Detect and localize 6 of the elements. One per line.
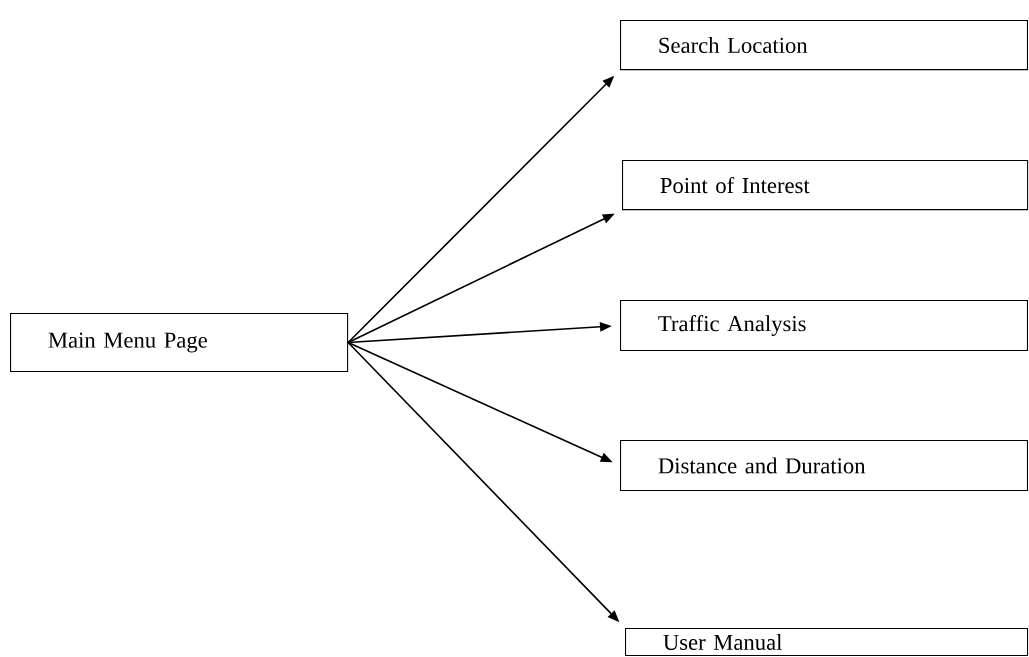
menu-box: User Manual bbox=[625, 628, 1029, 656]
menu-box: Traffic Analysis bbox=[620, 300, 1028, 352]
menu-box: Distance and Duration bbox=[620, 440, 1028, 492]
menu-box: Point of Interest bbox=[622, 160, 1029, 211]
menu-box: Search Location bbox=[620, 20, 1028, 71]
menu-box: Main Menu Page bbox=[10, 313, 349, 373]
